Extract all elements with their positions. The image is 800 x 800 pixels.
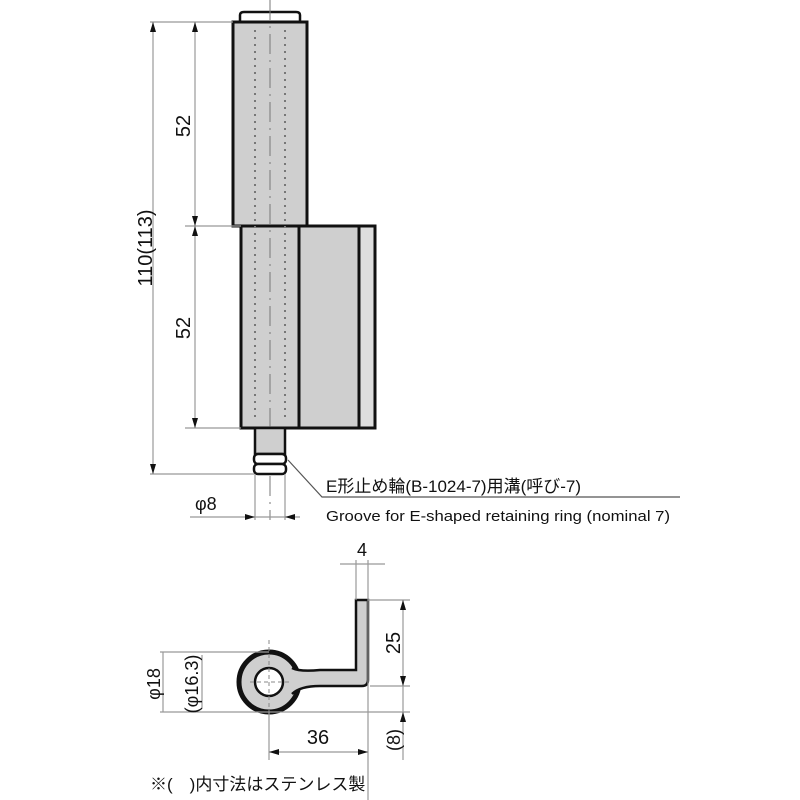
dim-width: 36 <box>307 727 329 749</box>
dim-pin-diameter: φ8 <box>195 494 217 514</box>
dim-offset: (8) <box>384 729 404 751</box>
dim-lower-knuckle: 52 <box>173 317 195 339</box>
groove-note-jp: E形止め輪(B-1024-7)用溝(呼び-7) <box>326 477 581 496</box>
footnote: ※( )内寸法はステンレス製 <box>150 775 365 794</box>
dim-leaf-height: 25 <box>383 632 405 654</box>
dim-leaf-thickness: 4 <box>357 540 367 560</box>
dim-upper-knuckle: 52 <box>173 115 195 137</box>
groove-note-en: Groove for E-shaped retaining ring (nomi… <box>326 508 670 525</box>
top-view: 4 25 (8) 36 φ18 (φ16.3) <box>144 540 410 800</box>
dim-total-height: 110(113) <box>135 209 157 286</box>
dim-inner-diameter: (φ16.3) <box>182 655 202 714</box>
side-view: 110(113) 52 52 φ8 E形止め輪(B-1024-7)用溝(呼び-7… <box>135 0 680 525</box>
dim-outer-diameter: φ18 <box>144 668 164 700</box>
